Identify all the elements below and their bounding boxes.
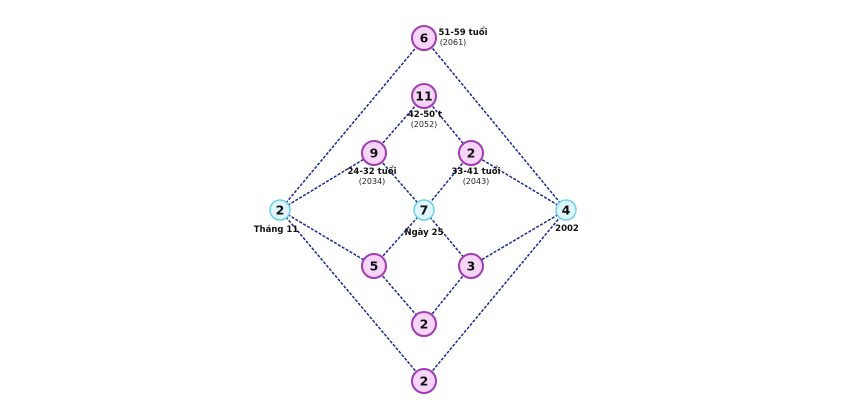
node-top-label: 51-59 tuổi (438, 26, 487, 38)
node-upper-value: 11 (415, 89, 432, 104)
node-low-left[interactable]: 5 (361, 253, 387, 279)
node-left-value: 2 (276, 203, 285, 218)
node-mid-left-label: 24-32 tuổi (347, 165, 396, 177)
node-low-right-value: 3 (467, 259, 476, 274)
node-center-value: 7 (420, 203, 429, 218)
node-right[interactable]: 4 (555, 199, 577, 221)
node-mid-left[interactable]: 9 (361, 140, 387, 166)
node-center[interactable]: 7 (413, 199, 435, 221)
edge-left-top (279, 37, 425, 211)
node-left-label: Tháng 11 (254, 225, 299, 235)
node-mid-right-label: 33-41 tuổi (451, 165, 500, 177)
node-labels: 51-59 tuổi (2061) 42-50 t (2052) 24-32 t… (254, 26, 579, 238)
node-top-value: 6 (420, 31, 429, 46)
edge-bottom-right (423, 209, 567, 382)
node-low-left-value: 5 (370, 259, 379, 274)
node-mid-right[interactable]: 2 (458, 140, 484, 166)
node-upper-sub: (2052) (411, 120, 438, 129)
node-low-right[interactable]: 3 (458, 253, 484, 279)
edge-center-lowleft (373, 209, 425, 267)
edge-right-lowright (470, 209, 567, 267)
edge-midleft-center (373, 152, 425, 211)
node-mid-left-sub: (2034) (359, 177, 386, 186)
node-lower-value: 2 (420, 317, 429, 332)
node-left[interactable]: 2 (269, 199, 291, 221)
node-bottom[interactable]: 2 (411, 368, 437, 394)
edge-top-right (423, 37, 567, 211)
node-right-value: 4 (562, 203, 571, 218)
node-center-label: Ngày 25 (404, 228, 443, 238)
edge-left-lowleft (279, 209, 375, 267)
edge-left-bottom (279, 209, 425, 382)
node-lower[interactable]: 2 (411, 311, 437, 337)
node-top-sub: (2061) (440, 38, 467, 47)
node-mid-right-sub: (2043) (463, 177, 490, 186)
node-mid-right-value: 2 (467, 146, 476, 161)
node-upper-label: 42-50 t (408, 110, 442, 120)
edge-midright-center (423, 152, 472, 211)
edge-right-midright (470, 152, 567, 211)
node-right-label: 2002 (555, 224, 579, 234)
node-top[interactable]: 6 (411, 25, 437, 51)
node-mid-left-value: 9 (370, 146, 379, 161)
node-bottom-value: 2 (420, 374, 429, 389)
edge-lowright-lower (423, 265, 472, 325)
edge-left-midleft (279, 152, 375, 211)
edge-upper-midright (423, 95, 472, 154)
node-upper[interactable]: 11 (411, 83, 437, 109)
